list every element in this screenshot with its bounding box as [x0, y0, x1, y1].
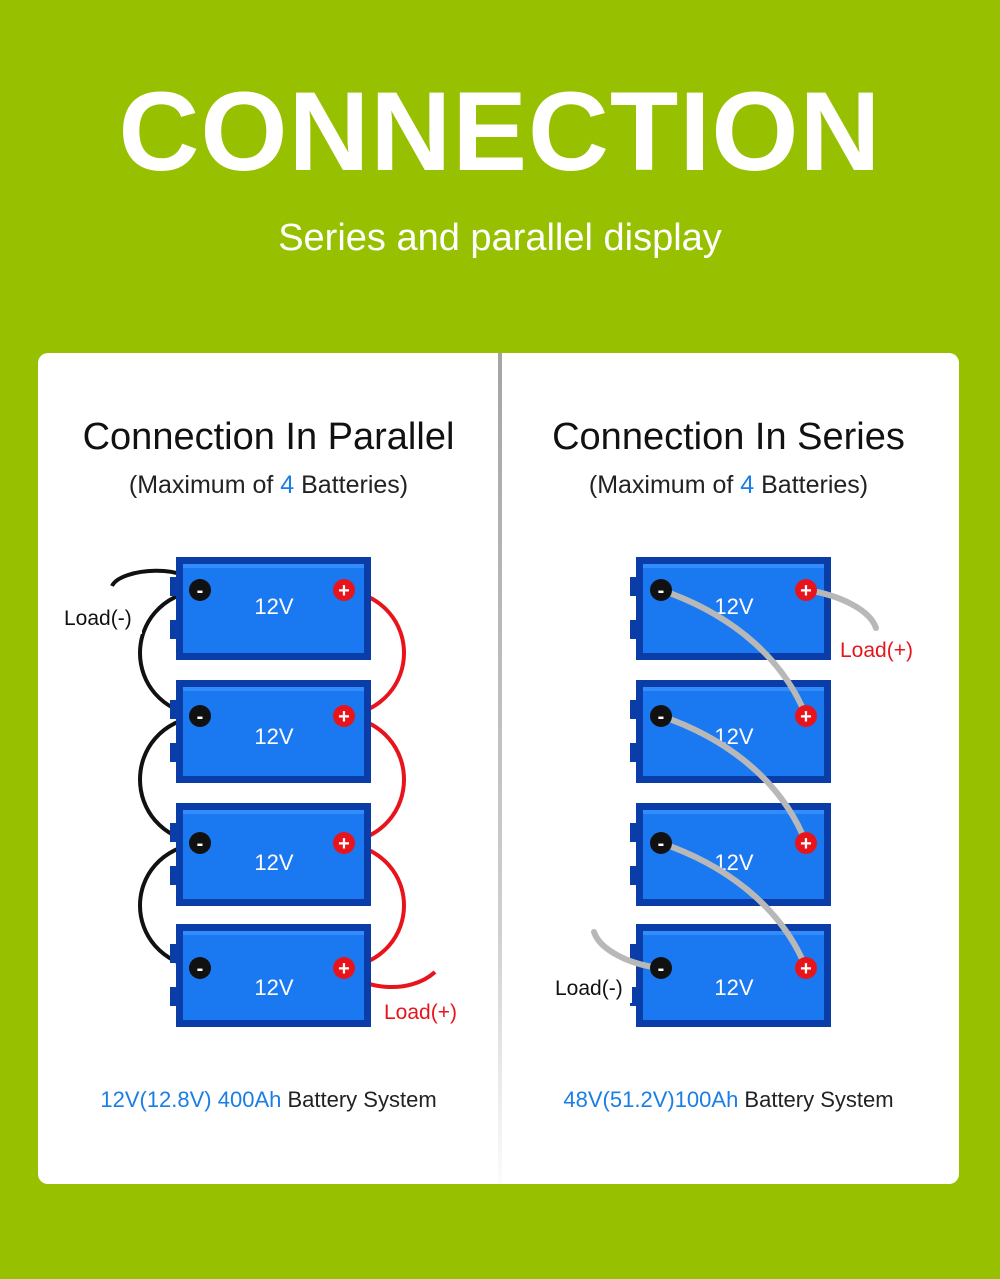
positive-terminal-icon: + [795, 579, 817, 602]
series-system-spec: 48V(51.2V)100Ah [563, 1087, 739, 1112]
parallel-load-negative-label: Load(-) [64, 607, 132, 630]
svg-text:-: - [658, 706, 665, 728]
parallel-title: Connection In Parallel [82, 416, 455, 458]
negative-terminal-icon: - [189, 579, 211, 602]
battery-voltage-label: 12V [254, 975, 293, 1000]
positive-terminal-icon: + [333, 579, 355, 602]
parallel-system-spec: 12V(12.8V) 400Ah [100, 1087, 282, 1112]
series-load-negative-label: Load(-) [555, 977, 623, 1000]
series-terminals: - + - + - + - + [650, 579, 817, 980]
svg-text:+: + [338, 958, 350, 980]
series-system-text: Battery System [738, 1087, 894, 1112]
svg-text:+: + [800, 958, 812, 980]
positive-terminal-icon: + [333, 705, 355, 728]
series-sub-suffix: Batteries) [754, 471, 869, 499]
negative-terminal-icon: - [189, 957, 211, 980]
svg-text:+: + [800, 706, 812, 728]
svg-text:+: + [338, 580, 350, 602]
parallel-terminals: - + - + - + - + [189, 579, 355, 980]
parallel-battery-2: 12V [170, 680, 371, 783]
series-battery-4: 12V [630, 924, 831, 1027]
series-subtitle: (Maximum of 4 Batteries) [498, 470, 959, 500]
negative-terminal-icon: - [189, 832, 211, 855]
series-title: Connection In Series [552, 416, 905, 458]
parallel-system-caption: 12V(12.8V) 400Ah Battery System [38, 1086, 499, 1114]
page-subtitle: Series and parallel display [278, 217, 722, 259]
parallel-battery-1: 12V [170, 557, 371, 660]
panel-divider [498, 353, 502, 1184]
svg-text:+: + [800, 580, 812, 602]
svg-text:+: + [338, 833, 350, 855]
series-sub-prefix: (Maximum of [588, 471, 741, 499]
svg-text:+: + [800, 833, 812, 855]
svg-text:-: - [197, 958, 204, 980]
parallel-subtitle: (Maximum of 4 Batteries) [38, 470, 499, 500]
negative-terminal-icon: - [650, 832, 672, 855]
page-title: CONNECTION [118, 69, 882, 194]
positive-terminal-icon: + [333, 832, 355, 855]
svg-text:-: - [658, 958, 665, 980]
svg-text:-: - [197, 833, 204, 855]
series-system-caption: 48V(51.2V)100Ah Battery System [498, 1086, 959, 1114]
svg-text:+: + [338, 706, 350, 728]
negative-terminal-icon: - [189, 705, 211, 728]
svg-text:-: - [658, 580, 665, 602]
parallel-system-text: Battery System [281, 1087, 437, 1112]
battery-voltage-label: 12V [254, 594, 293, 619]
parallel-battery-3: 12V [170, 803, 371, 906]
svg-text:-: - [658, 833, 665, 855]
series-load-positive-label: Load(+) [840, 639, 913, 662]
positive-terminal-icon: + [333, 957, 355, 980]
negative-terminal-icon: - [650, 579, 672, 602]
series-max-count: 4 [740, 471, 755, 499]
series-battery-2: 12V [630, 680, 831, 783]
battery-voltage-label: 12V [714, 975, 753, 1000]
negative-terminal-icon: - [650, 957, 672, 980]
parallel-battery-4: 12V [170, 924, 371, 1027]
svg-text:-: - [197, 580, 204, 602]
battery-voltage-label: 12V [254, 724, 293, 749]
svg-text:-: - [197, 706, 204, 728]
negative-terminal-icon: - [650, 705, 672, 728]
parallel-sub-suffix: Batteries) [294, 471, 409, 499]
positive-terminal-icon: + [795, 957, 817, 980]
parallel-max-count: 4 [280, 471, 295, 499]
parallel-load-positive-label: Load(+) [384, 1001, 457, 1024]
positive-terminal-icon: + [795, 832, 817, 855]
parallel-sub-prefix: (Maximum of [128, 471, 281, 499]
positive-terminal-icon: + [795, 705, 817, 728]
battery-voltage-label: 12V [254, 850, 293, 875]
series-battery-1: 12V [630, 557, 831, 660]
